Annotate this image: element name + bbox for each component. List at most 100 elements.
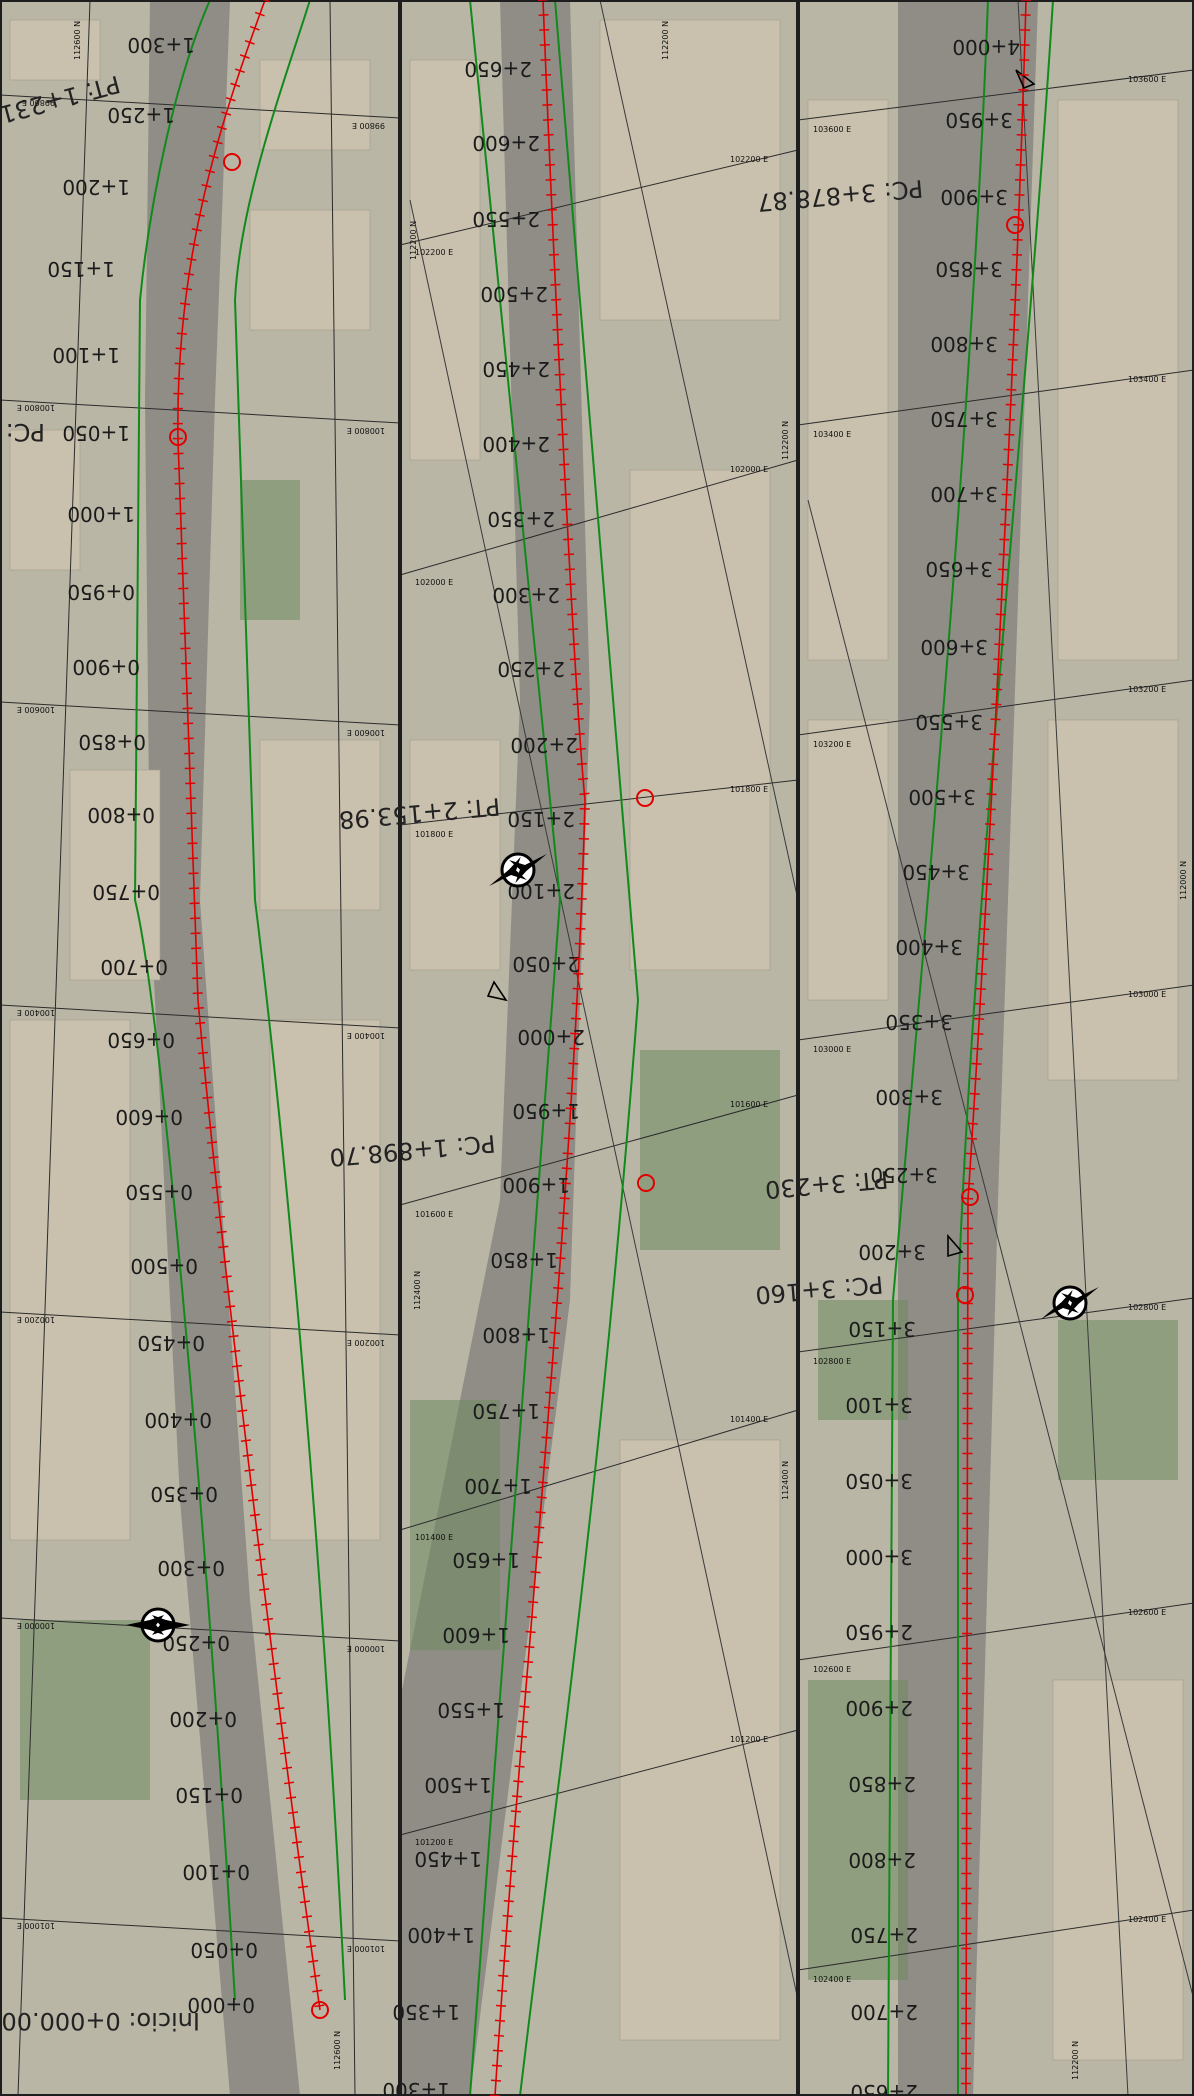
station-tick <box>203 1111 214 1114</box>
chainage-label: 0+550 <box>125 1180 193 1204</box>
grid-label: 101200 E <box>730 1735 768 1744</box>
station-tick <box>992 673 1003 676</box>
station-tick <box>571 688 582 691</box>
chainage-label: 1+600 <box>442 1623 510 1647</box>
chainage-label: 1+050 <box>62 421 130 445</box>
chainage-label: 1+750 <box>472 1399 540 1423</box>
north-arrow-icon <box>126 1607 190 1643</box>
grid-label: 100400 E <box>347 1031 385 1040</box>
grid-label: 112200 N <box>1071 2041 1080 2080</box>
station-tick <box>568 628 579 631</box>
station-tick <box>557 1227 568 1230</box>
station-tick <box>546 1376 557 1379</box>
chainage-label: 2+150 <box>507 807 575 831</box>
grid-label: 102200 E <box>730 155 768 164</box>
grid-label: 112000 N <box>1179 861 1188 900</box>
grid-label: 103200 E <box>813 740 851 749</box>
station-tick <box>570 1032 581 1035</box>
station-tick <box>985 823 996 826</box>
grid-label: 103600 E <box>813 125 851 134</box>
right-edge-line <box>519 0 640 2096</box>
station-tick <box>216 1230 227 1234</box>
station-tick <box>285 1796 297 1800</box>
station-tick <box>212 140 223 145</box>
point-marker-pc <box>169 428 187 446</box>
chainage-label: 2+400 <box>482 432 550 456</box>
chainage-label: 2+600 <box>472 131 540 155</box>
park-area <box>808 1680 908 1980</box>
station-tick <box>532 1541 544 1544</box>
station-tick <box>206 1141 218 1144</box>
grid-label: 102000 E <box>730 465 768 474</box>
station-tick <box>188 242 200 247</box>
station-tick <box>548 1346 559 1350</box>
station-tick <box>237 1409 248 1413</box>
station-tick <box>555 1257 566 1260</box>
station-tick <box>521 1675 532 1678</box>
station-tick <box>284 1781 295 1785</box>
station-tick <box>251 1528 262 1532</box>
station-tick <box>211 1186 222 1189</box>
station-tick <box>194 213 205 217</box>
station-tick <box>520 1690 531 1693</box>
point-marker-pt <box>223 153 241 171</box>
station-tick <box>303 1930 315 1933</box>
grid-label: 112200 N <box>781 421 790 460</box>
station-tick <box>570 673 581 676</box>
station-tick <box>254 11 265 17</box>
point-marker-start <box>311 2001 329 2019</box>
station-tick <box>249 25 260 31</box>
station-tick <box>570 1017 582 1020</box>
station-tick <box>549 1331 560 1335</box>
station-tick <box>516 1735 528 1738</box>
chainage-label: 3+200 <box>858 1240 926 1264</box>
chainage-label: 2+250 <box>497 657 565 681</box>
grid-label: 101200 E <box>415 1838 453 1847</box>
station-tick <box>992 688 1003 691</box>
chainage-label: 1+850 <box>490 1248 558 1272</box>
station-tick <box>976 972 987 976</box>
station-tick <box>563 538 574 541</box>
station-tick <box>979 928 990 931</box>
point-marker-pt <box>636 789 654 807</box>
grid-label: 101400 E <box>415 1533 453 1542</box>
coordinate-grid <box>399 0 799 2001</box>
station-tick <box>531 1556 542 1559</box>
station-tick <box>514 1765 525 1768</box>
station-tick <box>501 1929 512 1933</box>
station-tick <box>965 1152 977 1155</box>
station-tick <box>573 972 584 975</box>
chainage-label: 0+400 <box>144 1408 212 1432</box>
station-tick <box>561 1167 572 1170</box>
chainage-label: 0+750 <box>92 880 160 904</box>
station-tick <box>562 523 573 526</box>
park-area <box>640 1050 780 1250</box>
building-block <box>259 739 381 911</box>
grid-label: 103400 E <box>813 430 851 439</box>
station-tick <box>983 853 994 856</box>
grid-label: 103000 E <box>813 1045 851 1054</box>
chainage-labels: 0+000 0+050 0+100 0+150 0+200 0+250 0+30… <box>47 33 258 2017</box>
station-tick <box>963 1197 974 1200</box>
station-tick <box>552 1301 563 1305</box>
chainage-label: 3+950 <box>945 108 1013 132</box>
building-block <box>599 19 781 321</box>
grid-label: 100000 E <box>347 1644 385 1653</box>
point-label-pc: PC: 1+042 <box>0 418 45 446</box>
chainage-label: 0+250 <box>162 1631 230 1655</box>
building-block <box>9 1019 131 1541</box>
chainage-label: 2+650 <box>464 57 532 81</box>
station-tick <box>295 1870 306 1874</box>
station-tick <box>230 1349 241 1353</box>
chainage-label: 3+400 <box>895 935 963 959</box>
chainage-label: 1+700 <box>464 1474 532 1498</box>
chainage-label: 0+700 <box>100 955 168 979</box>
chainage-label: 2+300 <box>492 583 560 607</box>
panel-frame <box>798 0 1194 2096</box>
chainage-label: 4+000 <box>952 35 1020 59</box>
station-tick <box>301 1915 313 1919</box>
station-tick <box>571 1002 582 1005</box>
grid-label: 112600 N <box>333 2031 342 2070</box>
station-tick <box>536 1496 547 1499</box>
station-tick <box>512 1795 523 1798</box>
